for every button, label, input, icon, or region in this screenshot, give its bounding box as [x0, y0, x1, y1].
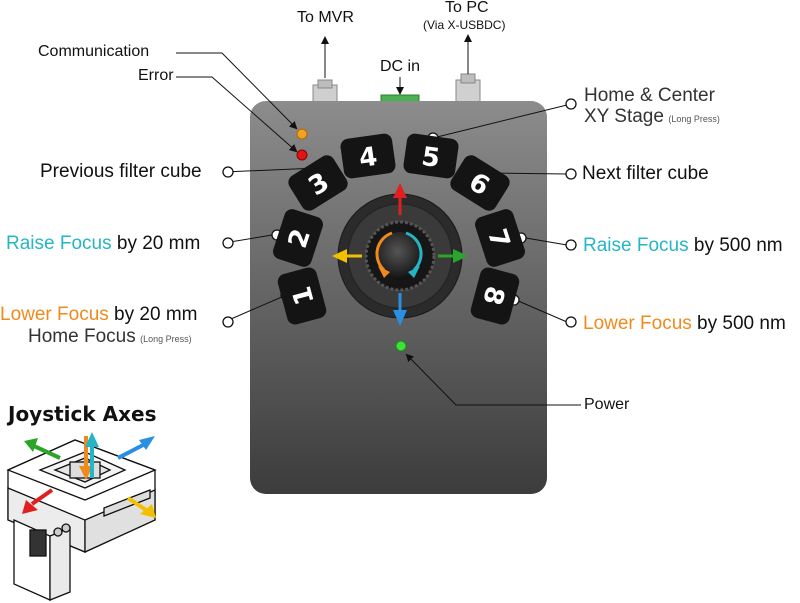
joystick[interactable] — [337, 193, 463, 319]
home-focus-long-press: (Long Press) — [140, 334, 192, 344]
rotate-ccw-arrowhead-icon — [378, 266, 390, 278]
axis-blue-arrow-icon — [117, 436, 155, 460]
raise-focus-right-amount: by 500 nm — [688, 235, 783, 256]
button-7[interactable]: 7 — [473, 207, 527, 269]
home-focus-text: Home Focus — [28, 326, 136, 347]
pc-connector — [455, 73, 481, 104]
button-4-label: 4 — [357, 142, 379, 174]
home-focus-label: Home Focus (Long Press) — [28, 327, 192, 346]
lower-focus-left-amount: by 20 mm — [108, 304, 198, 325]
lower-focus-right-text: Lower Focus — [583, 313, 692, 334]
button-6[interactable]: 6 — [447, 152, 512, 213]
power-label: Power — [584, 396, 630, 413]
button-8[interactable]: 8 — [469, 266, 521, 327]
previous-filter-label: Previous filter cube — [40, 161, 202, 182]
arrow-right-icon — [438, 249, 468, 263]
error-led — [296, 149, 308, 161]
raise-focus-left-amount: by 20 mm — [111, 233, 201, 254]
joystick-axes-title: Joystick Axes — [8, 402, 157, 426]
next-filter-label: Next filter cube — [582, 163, 709, 184]
raise-focus-right-label: Raise Focus by 500 nm — [583, 236, 783, 255]
to-pc-label: To PC — [445, 0, 489, 16]
lower-focus-right-amount: by 500 nm — [691, 313, 786, 334]
arrow-up-icon — [393, 183, 407, 215]
to-mvr-label: To MVR — [297, 9, 354, 26]
axis-orange-arrow-icon — [79, 436, 93, 480]
axis-yellow-arrow-icon — [126, 496, 156, 518]
mvr-connector — [312, 79, 338, 104]
arrow-down-icon — [393, 293, 407, 326]
axis-red-arrow-icon — [22, 488, 54, 514]
button-5-label: 5 — [420, 142, 442, 174]
home-center-label-xy: XY Stage — [584, 106, 664, 127]
button-5[interactable]: 5 — [402, 133, 459, 180]
dc-in-label: DC in — [380, 58, 421, 75]
raise-focus-left-label: Raise Focus by 20 mm — [6, 234, 200, 253]
home-center-label-line1: Home & Center — [584, 85, 715, 106]
lower-focus-left-label: Lower Focus by 20 mm — [0, 305, 197, 324]
rotate-cw-arrow-icon — [405, 231, 423, 272]
button-4[interactable]: 4 — [339, 133, 396, 180]
communication-led — [296, 128, 308, 140]
error-label: Error — [138, 67, 174, 84]
button-3[interactable]: 3 — [285, 152, 350, 213]
home-center-label-line2: XY Stage (Long Press) — [584, 107, 720, 126]
rotate-ccw-arrow-icon — [375, 231, 393, 272]
communication-label: Communication — [38, 43, 150, 60]
arrow-left-icon — [332, 249, 362, 263]
rotate-cw-arrowhead-icon — [408, 266, 420, 278]
to-pc-sublabel: (Via X-USBDC) — [423, 18, 506, 32]
axis-green-arrow-icon — [24, 438, 61, 460]
lower-focus-right-label: Lower Focus by 500 nm — [583, 314, 786, 333]
button-2[interactable]: 2 — [271, 207, 325, 269]
home-center-long-press: (Long Press) — [668, 114, 720, 124]
button-1[interactable]: 1 — [276, 266, 328, 327]
raise-focus-left-text: Raise Focus — [6, 233, 112, 254]
power-led — [395, 340, 407, 352]
axis-teal-arrow-icon — [85, 432, 99, 478]
lower-focus-left-text: Lower Focus — [0, 304, 109, 325]
microscope-stage-illustration — [6, 439, 157, 602]
raise-focus-right-text: Raise Focus — [583, 235, 689, 256]
